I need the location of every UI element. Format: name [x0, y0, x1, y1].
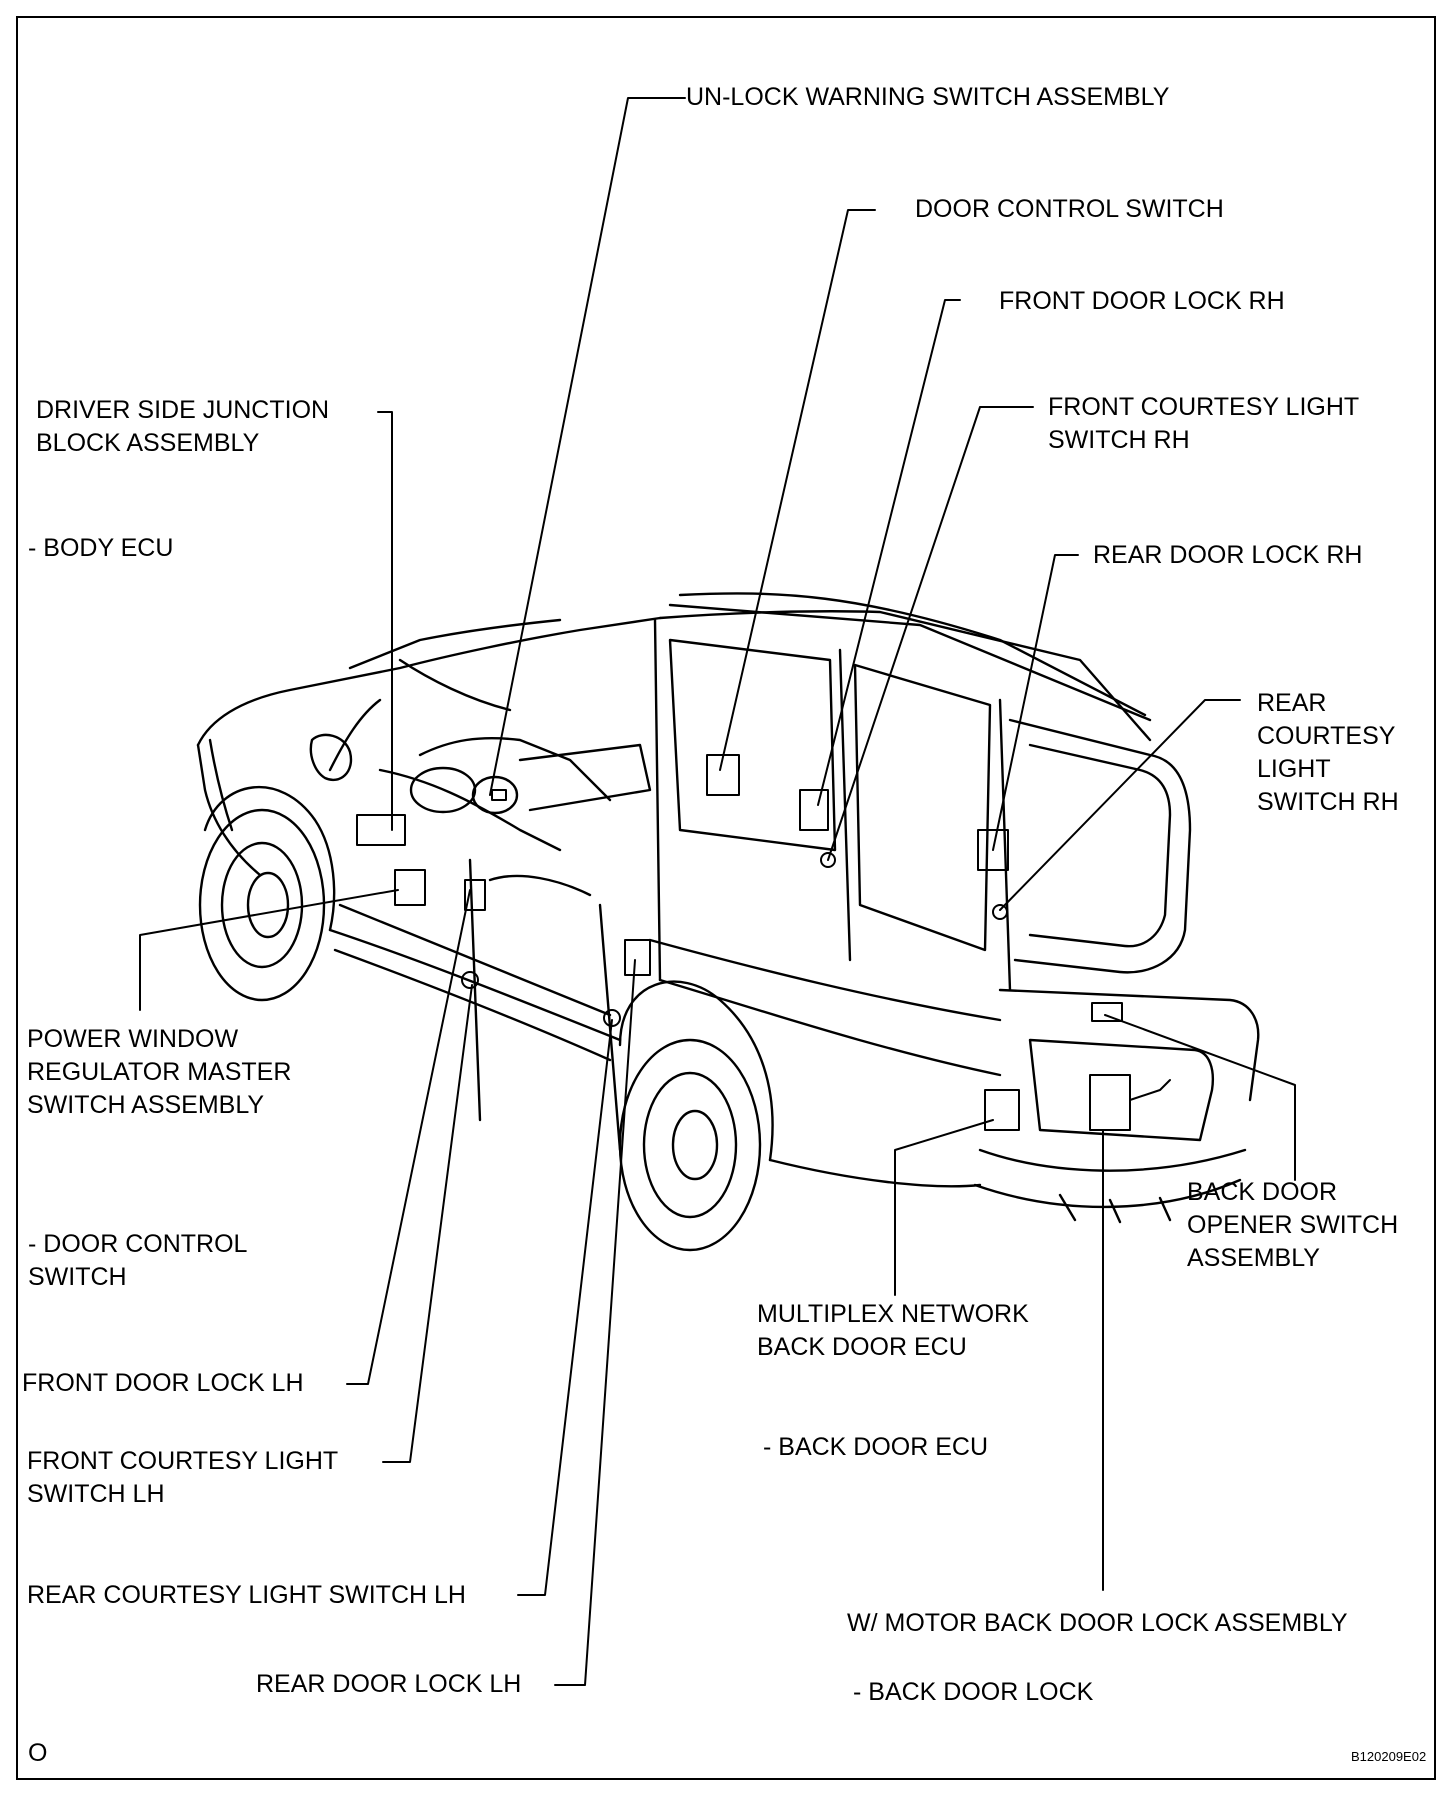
label-rear-door-lock-lh: REAR DOOR LOCK LH [256, 1670, 522, 1698]
label-back-door-lock: - BACK DOOR LOCK [853, 1678, 1094, 1706]
label-front-door-lock-lh: FRONT DOOR LOCK LH [22, 1369, 304, 1397]
corner-mark: O [28, 1739, 48, 1767]
junction-block-part [356, 814, 406, 846]
label-door-control-switch-rh: DOOR CONTROL SWITCH [915, 195, 1224, 223]
components [356, 754, 1171, 1131]
label-rear-door-lock-rh: REAR DOOR LOCK RH [1093, 541, 1363, 569]
label-back-door-ecu: - BACK DOOR ECU [763, 1433, 989, 1461]
label-driver-side-junction-block: DRIVER SIDE JUNCTION BLOCK ASSEMBLY [36, 396, 330, 457]
label-front-courtesy-light-lh: FRONT COURTESY LIGHT SWITCH LH [27, 1447, 339, 1508]
rear-door-lock-rh-part [977, 829, 1009, 871]
front-courtesy-switch-lh-part [461, 971, 479, 989]
label-back-door-opener-switch: BACK DOOR OPENER SWITCH ASSEMBLY [1187, 1178, 1399, 1272]
master-switch-part [394, 869, 426, 906]
diagram-frame [16, 16, 1436, 1780]
label-front-courtesy-light-rh: FRONT COURTESY LIGHT SWITCH RH [1048, 393, 1360, 454]
label-power-window-master-switch: POWER WINDOW REGULATOR MASTER SWITCH ASS… [27, 1025, 292, 1119]
label-body-ecu: - BODY ECU [28, 534, 174, 562]
rear-courtesy-switch-rh-part [992, 904, 1008, 920]
front-courtesy-switch-rh-part [820, 852, 836, 868]
front-door-lock-rh-part [799, 789, 829, 831]
back-door-lock-part [1089, 1074, 1131, 1131]
figure-code: B120209E02 [1351, 1749, 1427, 1764]
vehicle-outline [196, 592, 1260, 1252]
back-door-opener-switch-part [1091, 1002, 1123, 1022]
label-front-door-lock-rh: FRONT DOOR LOCK RH [999, 287, 1285, 315]
leader-lines [139, 97, 1296, 1686]
label-unlock-warning-switch: UN-LOCK WARNING SWITCH ASSEMBLY [686, 83, 1170, 111]
rear-door-lock-lh-part [624, 939, 651, 976]
back-door-ecu-part [984, 1089, 1020, 1131]
label-motor-back-door-lock: W/ MOTOR BACK DOOR LOCK ASSEMBLY [847, 1609, 1348, 1637]
label-door-control-switch-sub: - DOOR CONTROL SWITCH [28, 1230, 248, 1291]
unlock-warning-switch-part [491, 789, 507, 801]
front-door-lock-lh-part [464, 879, 486, 911]
label-rear-courtesy-light-rh: REAR COURTESY LIGHT SWITCH RH [1257, 689, 1399, 816]
label-multiplex-back-door-ecu: MULTIPLEX NETWORK BACK DOOR ECU [757, 1300, 1029, 1361]
label-rear-courtesy-light-lh: REAR COURTESY LIGHT SWITCH LH [27, 1581, 466, 1609]
